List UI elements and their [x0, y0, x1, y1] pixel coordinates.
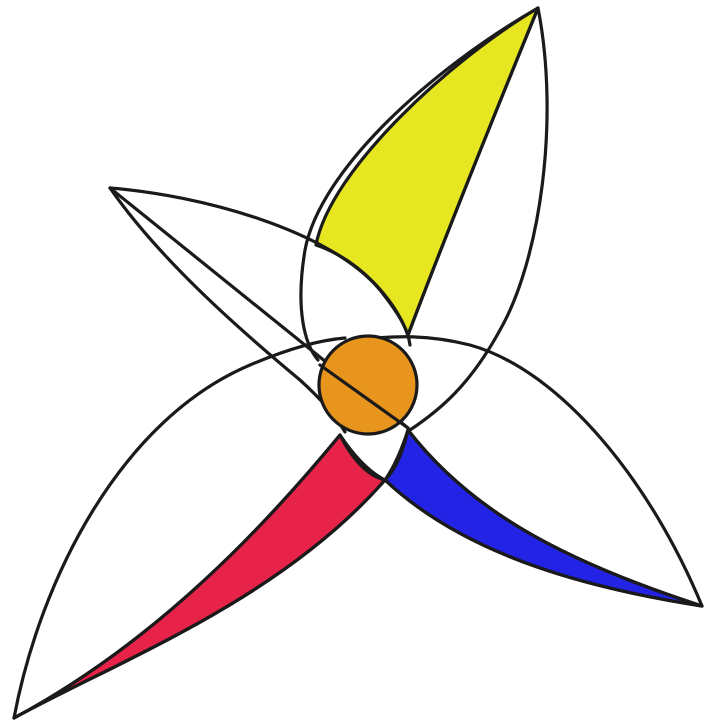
center-circle: [319, 336, 417, 434]
